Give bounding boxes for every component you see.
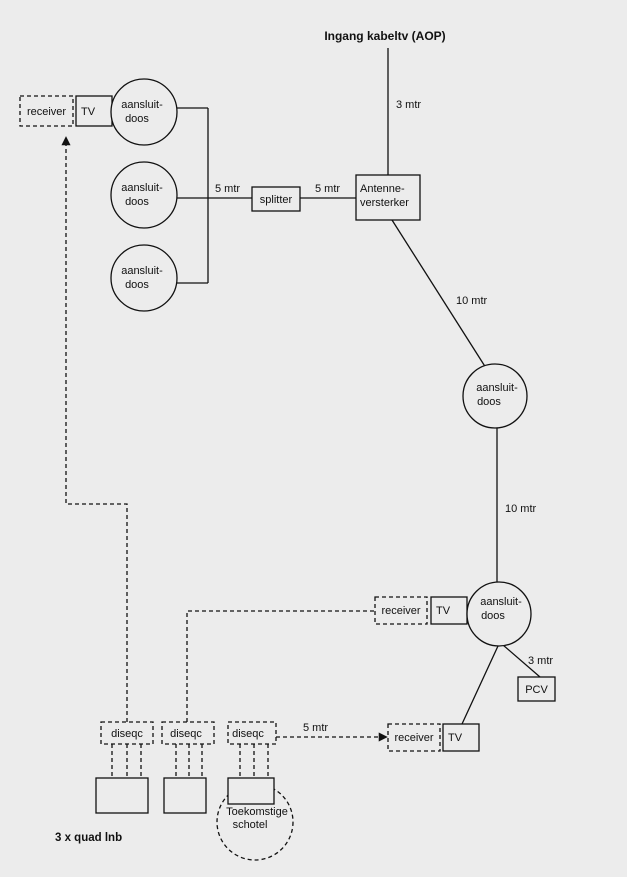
tv-middle-label: TV	[436, 605, 451, 617]
coax-cables	[177, 48, 541, 725]
antenneversterker	[355, 174, 421, 221]
pcv	[517, 676, 556, 702]
aansluitdoos-2-line1: aansluit-	[121, 182, 163, 194]
cable-doos5-pcv	[502, 644, 541, 678]
aansluitdoos-1-line1: aansluit-	[121, 99, 163, 111]
distance-versterker-doos: 10 mtr	[456, 295, 488, 307]
splitter-label: splitter	[260, 194, 293, 206]
diseqc-2	[161, 721, 215, 745]
future-dish-line2: schotel	[233, 819, 268, 831]
quad-lnb-2	[163, 777, 207, 814]
diseqc-1	[100, 721, 154, 745]
distance-doos-doos: 10 mtr	[505, 503, 537, 515]
aansluitdoos-2: aansluit- doos	[110, 161, 178, 229]
aansluitdoos-4-line1: aansluit-	[476, 382, 518, 394]
diseqc-2-label: diseqc	[170, 728, 202, 740]
distance-splitter-versterker: 5 mtr	[315, 183, 340, 195]
receiver-bottom	[387, 723, 441, 752]
aansluitdoos-3-line1: aansluit-	[121, 265, 163, 277]
diagram-title: Ingang kabeltv (AOP)	[324, 29, 445, 43]
aansluitdoos-4-line2: doos	[477, 396, 501, 408]
future-dish-line1: Toekomstige	[226, 806, 288, 818]
aansluitdoos-4: aansluit- doos	[462, 363, 528, 429]
tv-top-label: TV	[81, 106, 96, 118]
distance-diseqc-receiver: 5 mtr	[303, 722, 328, 734]
receiver-top-label: receiver	[27, 106, 66, 118]
pcv-label: PCV	[525, 684, 548, 696]
quad-lnb-1	[95, 777, 149, 814]
antenneversterker-line1: Antenne-	[360, 183, 405, 195]
antenneversterker-line2: versterker	[360, 197, 409, 209]
lnb-count-label: 3 x quad lnb	[55, 832, 122, 844]
distance-doos-pcv: 3 mtr	[528, 655, 553, 667]
aansluitdoos-5: aansluit- doos	[466, 581, 532, 647]
diseqc-3	[227, 721, 277, 745]
receiver-bottom-label: receiver	[394, 732, 433, 744]
receiver-middle-label: receiver	[381, 605, 420, 617]
aansluitdoos-5-line2: doos	[481, 610, 505, 622]
diseqc-1-label: diseqc	[111, 728, 143, 740]
quad-lnb-3	[227, 777, 275, 805]
aansluitdoos-3: aansluit- doos	[110, 244, 178, 312]
aansluitdoos-1-line2: doos	[125, 113, 149, 125]
cable-versterker-doos4	[391, 219, 487, 369]
satellite-cables	[61, 136, 388, 778]
cable-doos5-tv	[461, 645, 499, 725]
receiver-middle	[374, 596, 428, 625]
diseqc2-to-receiver-middle	[186, 610, 375, 722]
aansluitdoos-1: aansluit- doos	[110, 78, 178, 146]
splitter	[251, 186, 301, 212]
diseqc-3-label: diseqc	[232, 728, 264, 740]
tv-bottom	[442, 723, 480, 752]
distance-aop: 3 mtr	[396, 99, 421, 111]
aansluitdoos-2-line2: doos	[125, 196, 149, 208]
distance-dozen-splitter: 5 mtr	[215, 183, 240, 195]
diseqc1-to-receiver-top	[61, 136, 128, 722]
aansluitdoos-5-line1: aansluit-	[480, 596, 522, 608]
aansluitdoos-3-line2: doos	[125, 279, 149, 291]
receiver-top	[19, 95, 74, 127]
tv-bottom-label: TV	[448, 732, 463, 744]
